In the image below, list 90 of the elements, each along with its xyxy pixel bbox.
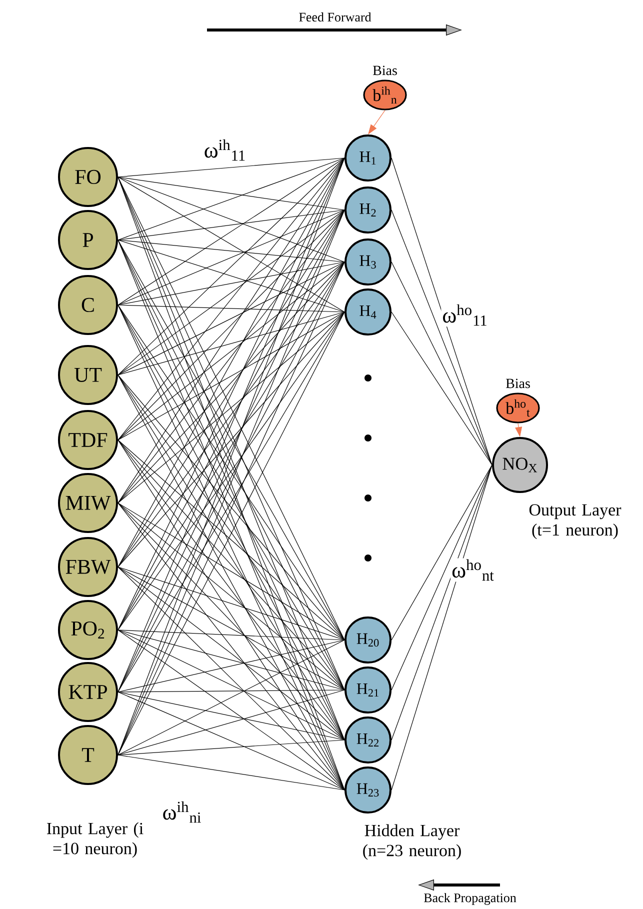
connection-line [118, 440, 345, 640]
bias-neuron: b$^{ho}$t [496, 392, 540, 424]
input-neuron: MIW [58, 473, 118, 533]
input-neuron: FO [58, 147, 118, 207]
connection-line [118, 210, 345, 440]
connection-line [118, 502, 345, 690]
connection-line [391, 464, 492, 690]
connection-line [118, 640, 345, 756]
connection-line [391, 464, 492, 790]
output-neuron: NO$_{X}$ [492, 437, 548, 493]
connection-line [118, 502, 345, 640]
hidden-neuron: H$_{20}$ [344, 616, 392, 664]
connection-line [118, 262, 345, 440]
connection-line [118, 440, 345, 690]
connection-line [515, 423, 522, 436]
connection-line [118, 210, 345, 376]
layer-label: Hidden Layer (n=23 neuron) [355, 823, 469, 861]
direction-label: Feed Forward [298, 11, 372, 23]
connection-line [118, 692, 345, 790]
connection-line [118, 312, 345, 440]
connection-line [118, 566, 345, 690]
hidden-neuron: H$_{21}$ [344, 666, 392, 714]
connection-line [118, 312, 345, 376]
connection-line [118, 176, 345, 210]
input-neuron: C [58, 275, 118, 335]
connection-line [368, 110, 386, 134]
connection-line [118, 374, 345, 640]
hidden-neuron: H$_{4}$ [344, 288, 392, 336]
connection-line [118, 158, 345, 504]
connection-line [118, 690, 345, 756]
connection-line [118, 240, 345, 262]
connection-line [391, 464, 492, 740]
layer-label: Input Layer (i =10 neuron) [38, 821, 152, 859]
connection-line [118, 262, 345, 504]
weight-label: ω$^{ho}$11 [441, 303, 489, 327]
connection-line [118, 630, 345, 690]
hidden-neuron: H$_{22}$ [344, 716, 392, 764]
connection-line [391, 262, 492, 466]
connection-line [118, 566, 345, 790]
connection-line [118, 210, 345, 504]
hidden-neuron: H$_{2}$ [344, 186, 392, 234]
connection-line [118, 262, 345, 306]
connection-line [118, 176, 345, 262]
input-neuron: UT [58, 345, 118, 405]
connection-line [118, 630, 345, 640]
connection-line [391, 464, 492, 640]
connection-line [391, 158, 492, 466]
direction-label: Back Propagation [422, 892, 518, 906]
weight-label: ω$^{ho}$nt [450, 558, 496, 582]
connection-line [118, 566, 345, 740]
connection-line [118, 158, 345, 440]
weight-label: ω$^{ih}$ni [161, 800, 203, 824]
hidden-neuron: H$_{23}$ [344, 766, 392, 814]
connection-line [118, 158, 345, 240]
connection-line [118, 502, 345, 740]
connection-line [118, 312, 345, 504]
connection-line [118, 158, 345, 306]
connection-line [391, 210, 492, 466]
input-neuron: P [58, 210, 118, 270]
connection-line [118, 566, 345, 640]
connection-line [118, 754, 345, 790]
connection-line [118, 640, 345, 692]
layer-label: Output Layer (t=1 neuron) [518, 503, 632, 540]
connection-line [118, 262, 345, 376]
connection-line [118, 158, 345, 376]
connection-line [118, 210, 345, 240]
connection-line [118, 304, 345, 312]
hidden-neuron: H$_{1}$ [344, 134, 392, 182]
bias-neuron: b$^{ih}$n [363, 80, 407, 110]
connection-line [118, 740, 345, 756]
input-neuron: KTP [58, 662, 118, 722]
input-neuron: FBW [58, 537, 118, 597]
input-neuron: TDF [58, 410, 118, 470]
connection-line [118, 210, 345, 306]
input-neuron: T [58, 725, 118, 785]
connection-line [118, 240, 345, 312]
bias-label: Bias [506, 378, 530, 388]
connection-line [118, 502, 345, 790]
connection-line [118, 630, 345, 790]
connection-line [118, 630, 345, 740]
input-neuron: PO$_{2}$ [58, 600, 118, 660]
connection-line [118, 158, 345, 178]
connection-line [391, 312, 492, 466]
hidden-neuron: H$_{3}$ [344, 238, 392, 286]
weight-label: ω$^{ih}$11 [202, 138, 248, 162]
connection-line [118, 312, 345, 568]
connection-line [118, 176, 345, 312]
bias-label: Bias [372, 66, 397, 76]
connection-line [118, 690, 345, 692]
connection-line [118, 692, 345, 740]
